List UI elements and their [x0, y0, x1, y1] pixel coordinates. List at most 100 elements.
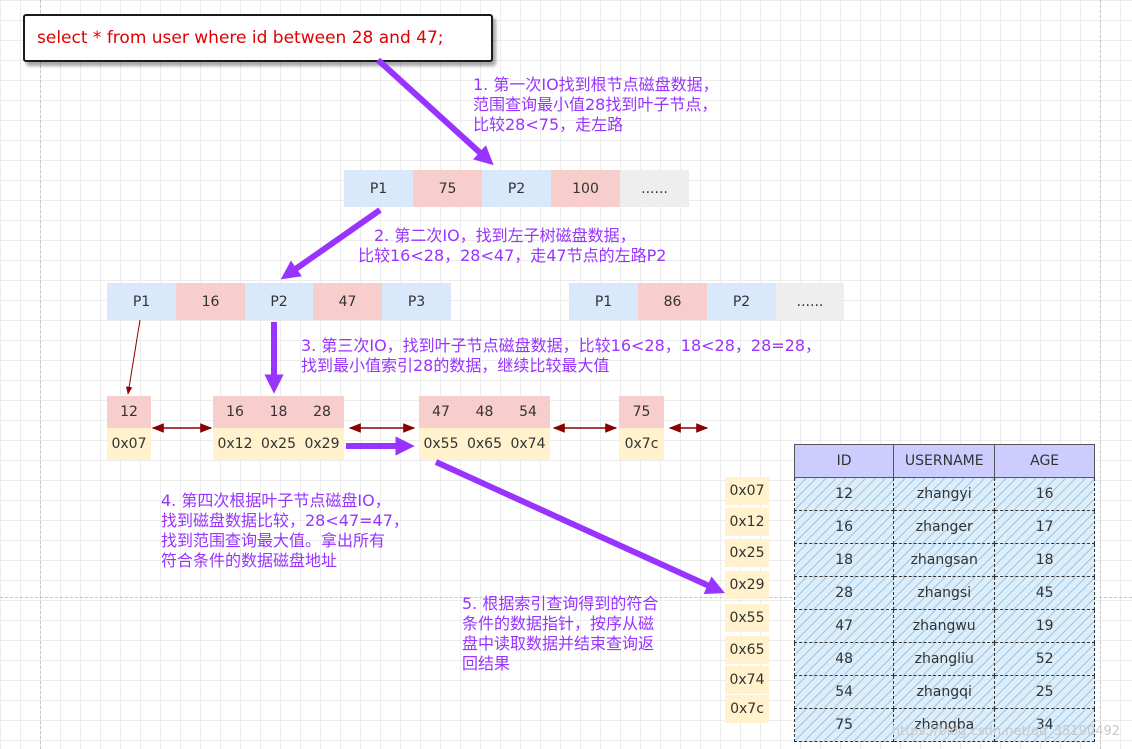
cell-id: 16 — [793, 510, 895, 544]
note-line: 3. 第三次IO，找到叶子节点磁盘数据，比较16<28，18<28，28=28， — [301, 336, 822, 355]
leaf-address: 0x25 — [257, 428, 300, 460]
step3-note: 3. 第三次IO，找到叶子节点磁盘数据，比较16<28，18<28，28=28，… — [301, 336, 821, 376]
step2-note: 2. 第二次IO，找到左子树磁盘数据， 比较16<28，28<47，走47节点的… — [358, 226, 666, 266]
pointer-cell: 0x07 — [725, 477, 769, 505]
guide-line-vertical — [1100, 0, 1101, 749]
arrow-p1-to-leaf — [125, 319, 141, 395]
cell-age: 19 — [994, 609, 1095, 643]
note-line: 5. 根据索引查询得到的符合 — [462, 594, 659, 613]
leaf-address: 0x12 — [213, 428, 257, 460]
leaf-address: 0x65 — [463, 428, 506, 460]
leaf-node-4: 75 0x7c — [619, 396, 664, 460]
cell-username: zhangsan — [893, 543, 996, 577]
pointer-cell: 0x7c — [725, 695, 769, 723]
note-line: 4. 第四次根据叶子节点磁盘IO， — [161, 491, 391, 510]
cell-username: zhangqi — [893, 675, 996, 709]
step5-note: 5. 根据索引查询得到的符合 条件的数据指针，按序从磁 盘中读取数据并结束查询返… — [462, 594, 658, 674]
right-internal-node: P1 86 P2 ...... — [569, 283, 844, 320]
pointer-cell: 0x29 — [725, 571, 769, 599]
cell-username: zhangsi — [893, 576, 996, 610]
pointer-cell: 0x12 — [725, 508, 769, 536]
right-key-86: 86 — [638, 283, 707, 320]
root-key-75: 75 — [413, 170, 482, 207]
cell-age: 18 — [994, 543, 1095, 577]
right-pointer-p2: P2 — [707, 283, 776, 320]
cell-username: zhanger — [893, 510, 996, 544]
pointer-cell: 0x55 — [725, 604, 769, 632]
pointer-cell: 0x25 — [725, 539, 769, 567]
leaf-key: 28 — [300, 396, 344, 428]
sql-query-text: select * from user where id between 28 a… — [37, 28, 444, 48]
note-line: 找到范围查询最大值。拿出所有 — [161, 531, 386, 550]
cell-age: 17 — [994, 510, 1095, 544]
arrow-root-to-left-node — [280, 207, 382, 280]
cell-id: 12 — [793, 477, 895, 511]
leaf-key: 48 — [463, 396, 506, 428]
note-line: 范围查询最小值28找到叶子节点， — [473, 95, 718, 114]
note-line: 比较28<75，走左路 — [473, 115, 624, 134]
note-line: 找到磁盘数据比较，28<47=47， — [161, 511, 409, 530]
leaf-key: 75 — [619, 396, 664, 428]
column-header-username: USERNAME — [893, 444, 996, 478]
left-key-16: 16 — [176, 283, 245, 320]
root-key-100: 100 — [551, 170, 620, 207]
note-line: 回结果 — [462, 654, 511, 673]
leaf-key: 16 — [213, 396, 257, 428]
left-internal-node: P1 16 P2 47 P3 — [107, 283, 451, 320]
sql-query-box: select * from user where id between 28 a… — [23, 14, 493, 62]
note-line: 比较16<28，28<47，走47节点的左路P2 — [358, 246, 667, 265]
left-pointer-p3: P3 — [382, 283, 451, 320]
cell-age: 25 — [994, 675, 1095, 709]
left-pointer-p2: P2 — [245, 283, 313, 320]
pointer-cell: 0x65 — [725, 636, 769, 664]
cell-username: zhangyi — [893, 477, 996, 511]
leaf-address: 0x29 — [300, 428, 344, 460]
leaf-address: 0x55 — [419, 428, 463, 460]
leaf-key: 47 — [419, 396, 463, 428]
cell-username: zhangba — [893, 708, 996, 742]
arrow-leaf-to-pointers — [434, 459, 725, 594]
leaf-key: 12 — [107, 396, 151, 428]
step4-note: 4. 第四次根据叶子节点磁盘IO， 找到磁盘数据比较，28<47=47， 找到范… — [161, 491, 409, 571]
cell-username: zhangliu — [893, 642, 996, 676]
watermark: https://blog.csdn.net/qq_35190492 — [891, 724, 1120, 739]
guide-line-vertical — [40, 0, 41, 749]
leaf-node-2: 16 18 28 0x12 0x25 0x29 — [213, 396, 344, 460]
guide-line-horizontal — [0, 597, 1132, 598]
note-line: 条件的数据指针，按序从磁 — [462, 614, 655, 633]
column-header-age: AGE — [994, 444, 1095, 478]
note-line: 找到最小值索引28的数据，继续比较最大值 — [301, 356, 610, 375]
right-pointer-p1: P1 — [569, 283, 638, 320]
root-ellipsis: ...... — [620, 170, 689, 207]
cell-username: zhangwu — [893, 609, 996, 643]
note-line: 符合条件的数据磁盘地址 — [161, 551, 338, 570]
pointer-cell: 0x74 — [725, 666, 769, 694]
cell-id: 18 — [793, 543, 895, 577]
leaf-node-3: 47 48 54 0x55 0x65 0x74 — [419, 396, 550, 460]
cell-id: 47 — [793, 609, 895, 643]
leaf-node-1: 12 0x07 — [107, 396, 151, 460]
note-line: 1. 第一次IO找到根节点磁盘数据， — [473, 75, 719, 94]
cell-id: 54 — [793, 675, 895, 709]
cell-age: 45 — [994, 576, 1095, 610]
cell-age: 52 — [994, 642, 1095, 676]
leaf-address: 0x07 — [107, 428, 151, 460]
leaf-key: 18 — [257, 396, 300, 428]
cell-id: 75 — [793, 708, 895, 742]
arrow-sql-to-root — [375, 57, 494, 166]
left-key-47: 47 — [313, 283, 382, 320]
root-pointer-p2: P2 — [482, 170, 551, 207]
leaf-address: 0x74 — [506, 428, 550, 460]
cell-id: 28 — [793, 576, 895, 610]
left-pointer-p1: P1 — [107, 283, 176, 320]
step1-note: 1. 第一次IO找到根节点磁盘数据， 范围查询最小值28找到叶子节点， 比较28… — [473, 75, 719, 135]
leaf-key: 54 — [506, 396, 550, 428]
